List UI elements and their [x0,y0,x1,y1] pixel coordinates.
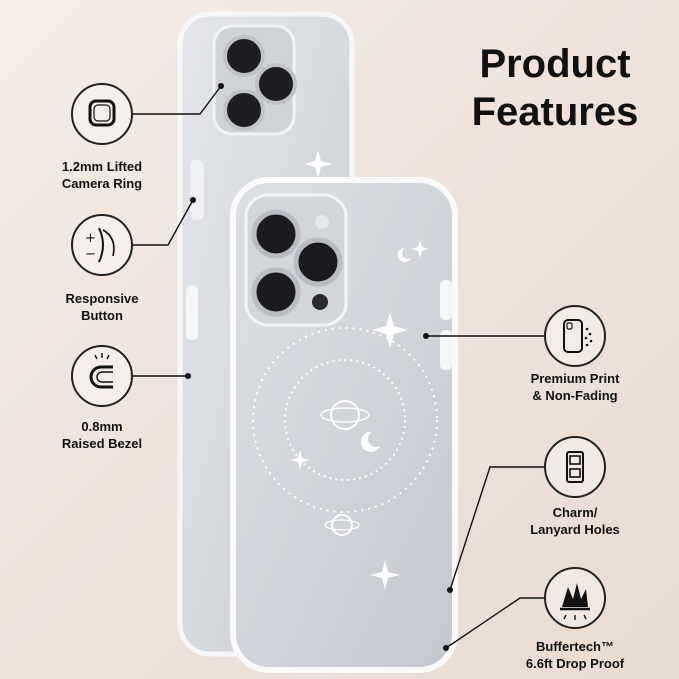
feature-label-line1: Buffertech™ [535,639,614,654]
feature-label-lifted-camera-ring: 1.2mm Lifted Camera Ring [32,158,172,192]
feature-label-line1: 0.8mm [81,419,123,434]
responsive-button-icon: + − [85,227,115,263]
title-line1: Product [479,42,631,86]
feature-label-line2: Camera Ring [61,176,143,191]
feature-label-line1: Responsive [65,291,139,306]
callout-lines [133,85,544,649]
feature-circle-lifted-camera-ring [71,83,133,145]
raised-bezel-icon [89,353,113,389]
feature-label-line2: 6.6ft Drop Proof [525,656,625,671]
premium-print-icon [563,319,593,353]
feature-circle-responsive-button: + − [71,214,133,276]
feature-circle-premium-print [544,305,606,367]
svg-text:−: − [85,247,96,262]
svg-text:+: + [85,231,96,246]
feature-label-line2: Lanyard Holes [530,522,620,537]
feature-label-lanyard-holes: Charm/ Lanyard Holes [505,504,645,538]
feature-label-drop-proof: Buffertech™ 6.6ft Drop Proof [505,638,645,672]
feature-circle-drop-proof [544,567,606,629]
feature-label-line1: Premium Print [530,371,620,386]
feature-label-line2: & Non-Fading [532,388,618,403]
lifted-camera-ring-icon [88,99,116,127]
page-title: Product Features [450,40,660,136]
feature-label-premium-print: Premium Print & Non-Fading [505,370,645,404]
feature-label-responsive-button: Responsive Button [32,290,172,324]
front-phone-case [230,150,458,673]
feature-label-line1: Charm/ [552,505,598,520]
feature-label-raised-bezel: 0.8mm Raised Bezel [32,418,172,452]
title-line2: Features [471,90,639,134]
feature-label-line2: Raised Bezel [61,436,143,451]
feature-label-line2: Button [81,308,123,323]
feature-circle-lanyard-holes [544,436,606,498]
feature-label-line1: 1.2mm Lifted [61,159,143,174]
lanyard-holes-icon [566,451,584,483]
feature-circle-raised-bezel [71,345,133,407]
callout-dots [185,83,453,651]
drop-proof-icon [560,583,590,620]
